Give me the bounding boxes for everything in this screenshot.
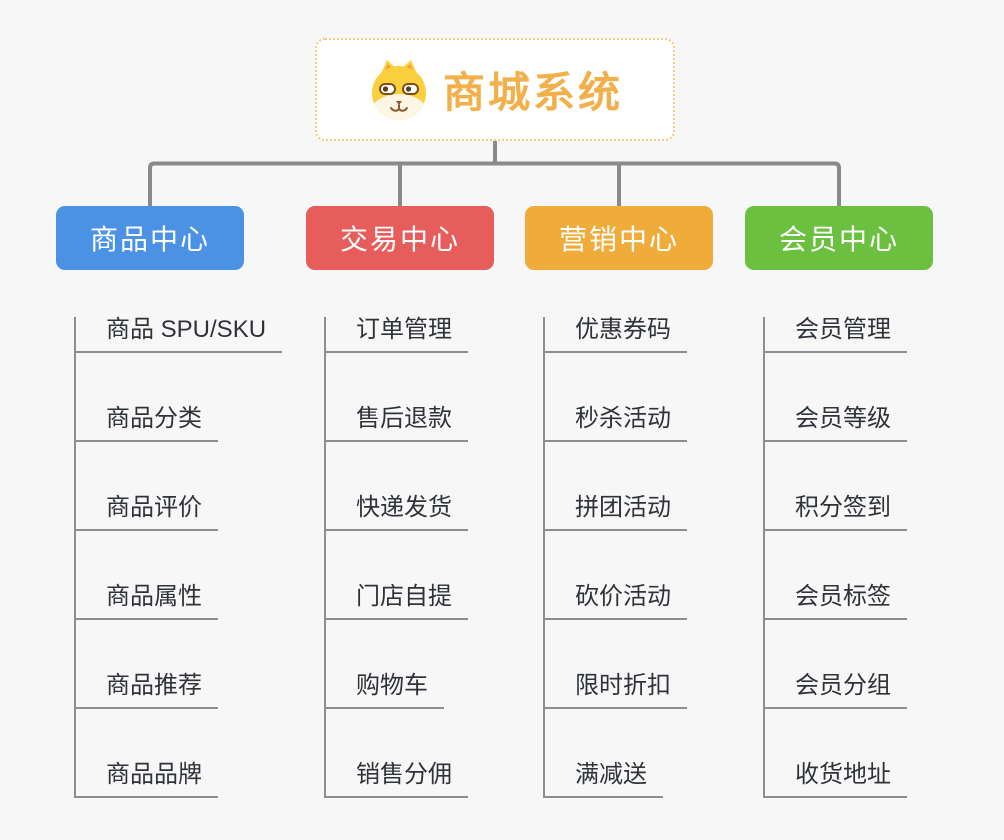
node-item[interactable]: 优惠券码 <box>545 317 687 353</box>
node-item[interactable]: 会员分组 <box>765 673 907 709</box>
branch-product-center: 商品中心 商品 SPU/SKU 商品分类 商品评价 商品属性 商品推荐 商品品牌 <box>56 206 283 798</box>
node-item[interactable]: 积分签到 <box>765 495 907 531</box>
branch-item-list: 优惠券码 秒杀活动 拼团活动 砍价活动 限时折扣 满减送 <box>543 317 713 798</box>
node-item[interactable]: 商品品牌 <box>76 762 218 798</box>
node-item[interactable]: 商品分类 <box>76 406 218 442</box>
branch-label: 营销中心 <box>558 224 679 255</box>
node-item[interactable]: 砍价活动 <box>545 584 687 620</box>
node-item[interactable]: 订单管理 <box>326 317 468 353</box>
branch-label: 交易中心 <box>339 224 460 255</box>
node-item[interactable]: 商品属性 <box>76 584 218 620</box>
node-item[interactable]: 售后退款 <box>326 406 468 442</box>
node-item[interactable]: 商品推荐 <box>76 673 218 709</box>
node-item[interactable]: 快递发货 <box>326 495 468 531</box>
root-node[interactable]: 商城系统 <box>315 38 675 141</box>
branch-header-member-center[interactable]: 会员中心 <box>745 206 933 270</box>
node-item[interactable]: 门店自提 <box>326 584 468 620</box>
node-item[interactable]: 限时折扣 <box>545 673 687 709</box>
branch-item-list: 订单管理 售后退款 快递发货 门店自提 购物车 销售分佣 <box>324 317 494 798</box>
branch-member-center: 会员中心 会员管理 会员等级 积分签到 会员标签 会员分组 收货地址 <box>745 206 933 798</box>
node-item[interactable]: 购物车 <box>326 673 444 709</box>
root-title: 商城系统 <box>442 69 623 116</box>
dog-icon <box>371 59 426 120</box>
node-item[interactable]: 商品评价 <box>76 495 218 531</box>
branch-label: 商品中心 <box>89 224 210 255</box>
node-item[interactable]: 收货地址 <box>765 762 907 798</box>
branch-marketing-center: 营销中心 优惠券码 秒杀活动 拼团活动 砍价活动 限时折扣 满减送 <box>525 206 713 798</box>
branch-header-trade-center[interactable]: 交易中心 <box>306 206 494 270</box>
node-item[interactable]: 满减送 <box>545 762 663 798</box>
branch-header-marketing-center[interactable]: 营销中心 <box>525 206 713 270</box>
branch-item-list: 会员管理 会员等级 积分签到 会员标签 会员分组 收货地址 <box>763 317 933 798</box>
node-item[interactable]: 秒杀活动 <box>545 406 687 442</box>
branch-trade-center: 交易中心 订单管理 售后退款 快递发货 门店自提 购物车 销售分佣 <box>306 206 494 798</box>
node-item[interactable]: 拼团活动 <box>545 495 687 531</box>
branch-label: 会员中心 <box>778 224 899 255</box>
branch-item-list: 商品 SPU/SKU 商品分类 商品评价 商品属性 商品推荐 商品品牌 <box>74 317 283 798</box>
node-item[interactable]: 销售分佣 <box>326 762 468 798</box>
node-item[interactable]: 商品 SPU/SKU <box>76 317 283 353</box>
branch-header-product-center[interactable]: 商品中心 <box>56 206 244 270</box>
node-item[interactable]: 会员等级 <box>765 406 907 442</box>
node-item[interactable]: 会员管理 <box>765 317 907 353</box>
node-item[interactable]: 会员标签 <box>765 584 907 620</box>
